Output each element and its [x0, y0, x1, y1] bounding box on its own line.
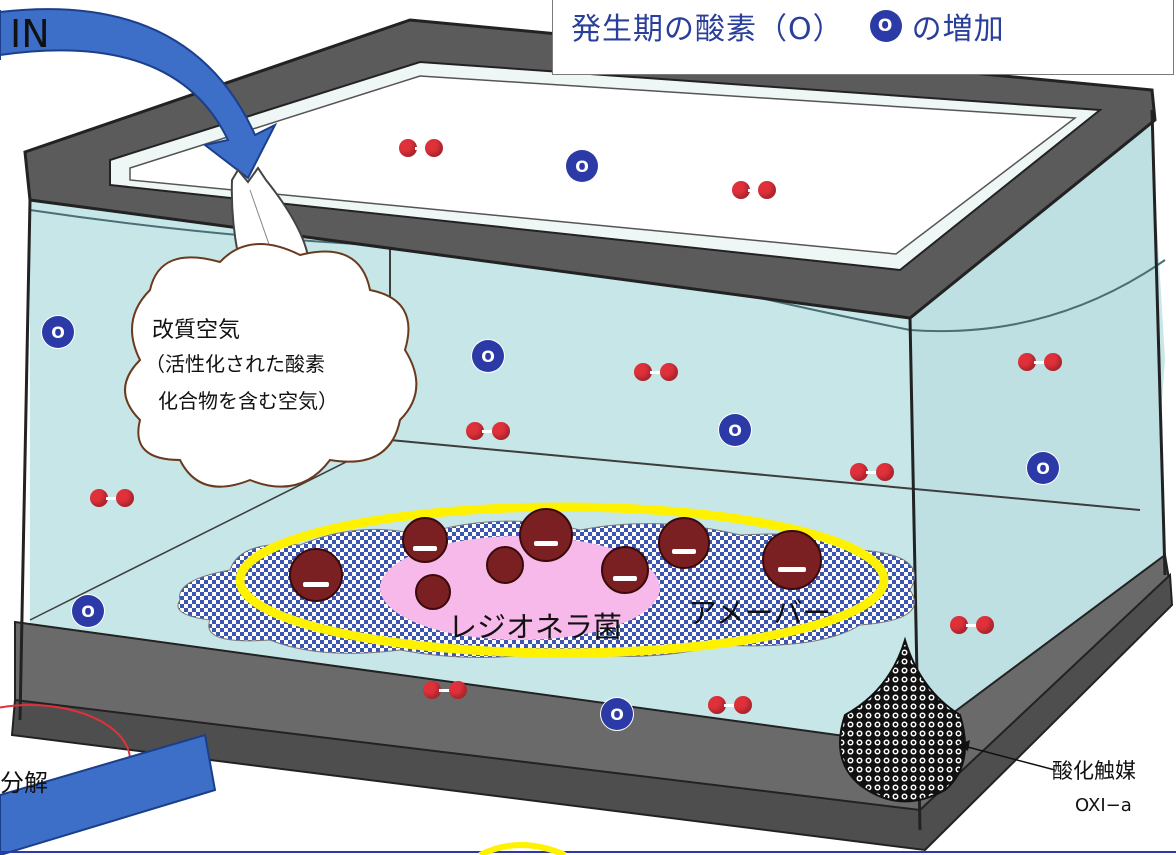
bacterium	[486, 546, 524, 584]
o2-molecule	[732, 180, 776, 200]
tank-back-right-edge	[1150, 109, 1167, 576]
decompose-arrow	[0, 733, 217, 855]
catalyst-label: 酸化触媒	[1052, 759, 1136, 783]
title-prefix: 発生期の酸素（O）	[571, 12, 844, 47]
title-box: 発生期の酸素（O） O の増加	[552, 0, 1174, 75]
o2-molecule	[634, 362, 678, 382]
bottom-yellow-arc	[478, 842, 567, 855]
bacteria-zone	[380, 536, 660, 640]
o2-molecule	[708, 695, 752, 715]
o2-molecule	[1018, 352, 1062, 372]
o2-molecule	[423, 680, 467, 700]
o2-molecule	[466, 421, 510, 441]
o-atom: O	[601, 698, 633, 730]
bacterium	[658, 517, 710, 569]
o-atom: O	[719, 414, 751, 446]
cloud-line-1: 改質空気	[152, 318, 241, 343]
cloud-shape	[124, 243, 418, 488]
bacteria-label: レジオネラ菌	[448, 610, 623, 644]
catalyst-pointer	[959, 744, 1056, 771]
o2-molecule	[850, 462, 894, 482]
o-atom: O	[566, 150, 598, 182]
bacterium	[289, 548, 343, 602]
tank-top-frame-inner	[129, 75, 1078, 255]
title-o-badge: O	[869, 10, 902, 42]
o-atom: O	[1027, 452, 1059, 484]
tank-left-edge	[18, 199, 32, 721]
bacterium	[402, 517, 448, 563]
o2-molecule	[90, 488, 134, 508]
o-atom: O	[72, 595, 104, 627]
bacterium	[601, 546, 649, 594]
tank-floor-left	[29, 439, 391, 621]
catalyst-drop	[839, 636, 966, 803]
cloud-line-3: 化合物を含む空気）	[158, 389, 338, 413]
bacteria-faces	[303, 541, 806, 587]
o2-molecule	[950, 615, 994, 635]
o2-molecule	[399, 138, 443, 158]
o-atom: O	[472, 340, 504, 372]
bacterium	[762, 530, 822, 590]
o-atom: O	[42, 316, 74, 348]
tank-floor-back	[389, 439, 1141, 511]
bacterium	[519, 508, 573, 562]
in-label: IN	[10, 12, 50, 56]
cloud-line-2: （活性化された酸素	[145, 352, 325, 376]
decompose-label: 分解	[0, 769, 48, 797]
bacterium	[415, 574, 451, 610]
in-arrow	[0, 8, 278, 180]
catalyst-pointer-head	[958, 740, 970, 751]
bacteria-group	[289, 508, 822, 610]
water-surface-line-right	[909, 259, 1166, 333]
catalyst-code: OXI−a	[1075, 795, 1132, 816]
title: 発生期の酸素（O） O の増加	[571, 4, 1005, 48]
highlight-ring	[235, 502, 889, 658]
title-suffix: の増加	[911, 12, 1005, 47]
amoeba-label: アメーバー	[688, 596, 832, 630]
